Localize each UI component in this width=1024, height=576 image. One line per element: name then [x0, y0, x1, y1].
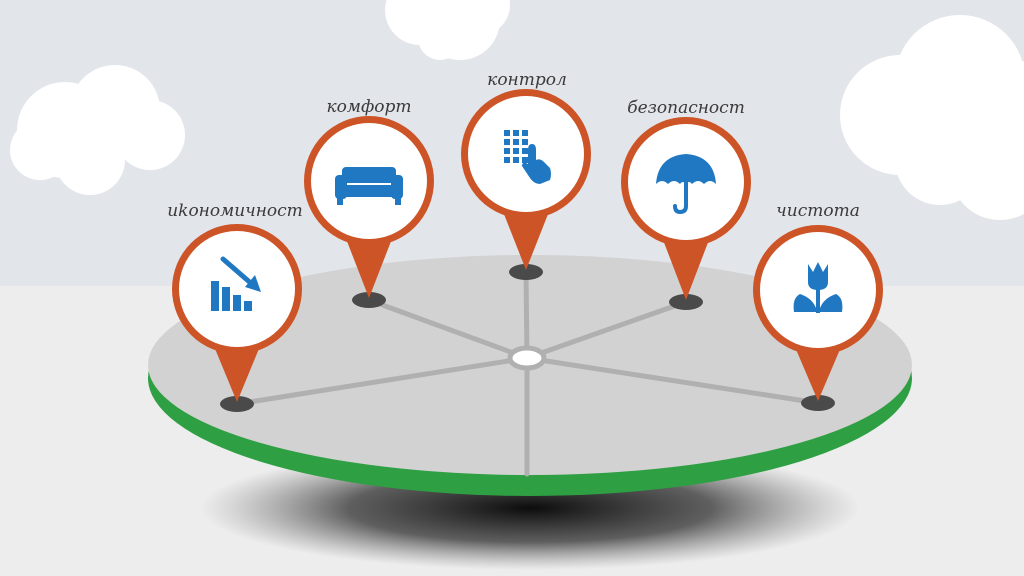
pin-tail [211, 339, 263, 402]
pin-5: чистота [753, 201, 883, 411]
cloud-right [840, 15, 1024, 220]
falling-bar-chart-icon [211, 256, 261, 311]
spoke-to-pin-3 [523, 269, 530, 361]
pin-tail [792, 340, 844, 401]
pin-2: комфорт [304, 97, 434, 308]
pin-face [179, 231, 295, 347]
pin-anchor-dot [669, 294, 703, 310]
keypad-touch-icon [504, 130, 551, 184]
clouds [10, 0, 1024, 220]
cloud-left [10, 65, 185, 195]
pin-anchor-dot [801, 395, 835, 411]
pin-1: иkономичност [167, 201, 303, 412]
pin-tail [660, 232, 712, 300]
pin-label: комфорт [326, 97, 411, 117]
pin-anchor-dot [509, 264, 543, 280]
pin-label: иkономичност [167, 201, 303, 221]
pin-3: контрол [461, 70, 591, 280]
pin-anchor-dot [220, 396, 254, 412]
spoke-to-pin-5 [524, 355, 821, 406]
tulip-icon [793, 262, 843, 313]
spoke-hub [507, 345, 547, 371]
pin-tail [500, 204, 552, 270]
spoke-to-pin-4 [524, 299, 689, 361]
pins: иkономичност комфорт контрол безопасност чис… [167, 70, 883, 412]
umbrella-icon [656, 154, 716, 215]
spoke-to-pin-1 [234, 355, 530, 407]
pin-label: безопасност [627, 98, 745, 118]
spokes [234, 269, 821, 477]
pin-label: чистота [776, 201, 860, 221]
sofa-icon [335, 167, 403, 205]
spoke-to-pin-2 [366, 297, 530, 361]
cloud-top [385, 0, 510, 60]
pin-4: безопасност [621, 98, 751, 310]
pin-tail [343, 231, 395, 298]
pin-label: контрол [487, 70, 567, 90]
pin-anchor-dot [352, 292, 386, 308]
